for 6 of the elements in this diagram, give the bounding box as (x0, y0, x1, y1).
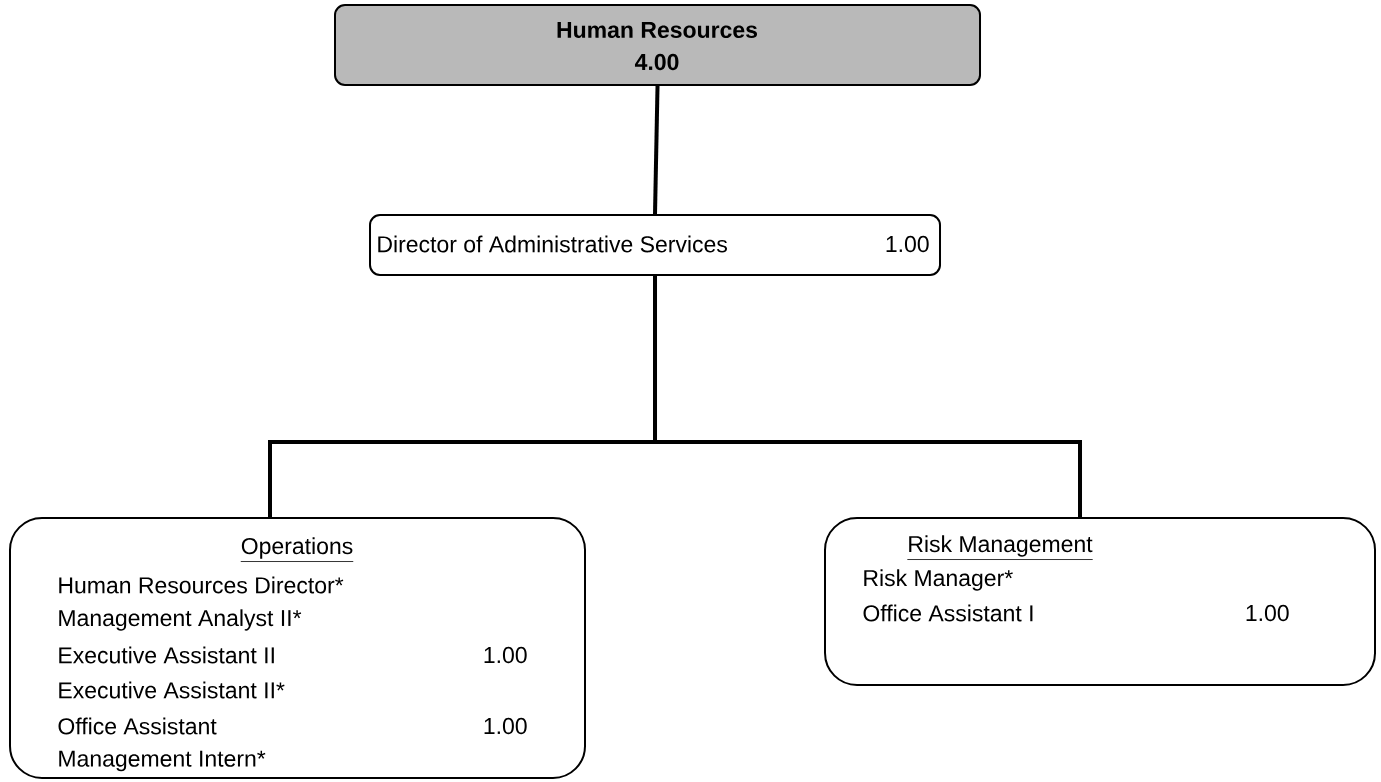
connector-line (653, 85, 660, 215)
position-box: Director of Administrative Services 1.00 (369, 214, 941, 276)
connector-line (653, 276, 1082, 517)
unit-box: Operations Human Resources Director* Management Analyst II* Executive Assistant II 1.00 Executive Assistant II* Office Assistant 1.00 Management Intern* (9, 517, 586, 779)
department-box: Human Resources 4.00 (334, 4, 981, 86)
unit-box: Risk Management Risk Manager* Office Assistant I 1.00 (824, 517, 1376, 686)
